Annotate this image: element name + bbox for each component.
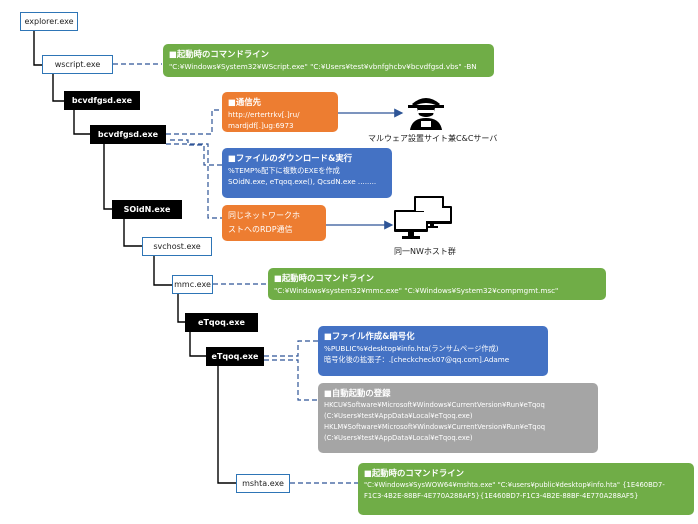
box-line: mardjdf[.]ug:6973 bbox=[228, 121, 294, 131]
autorun-registration-box: ■自動起動の登録 HKCU¥Software¥Microsoft¥Windows… bbox=[318, 383, 598, 453]
mmc-commandline-box: ■起動時のコマンドライン "C:¥Windows¥system32¥mmc.ex… bbox=[268, 268, 606, 300]
box-title: ■ファイルのダウンロード&実行 bbox=[228, 153, 353, 163]
box-line: "C:¥Windows¥SysWOW64¥mshta.exe" "C:¥user… bbox=[364, 481, 665, 490]
process-svchost: svchost.exe bbox=[142, 237, 212, 256]
process-mmc: mmc.exe bbox=[172, 275, 213, 294]
process-bcvdfgsd-child: bcvdfgsd.exe bbox=[90, 125, 166, 144]
box-title: ■通信先 bbox=[228, 97, 262, 107]
box-title: ■起動時のコマンドライン bbox=[169, 49, 270, 59]
hacker-server-icon bbox=[408, 98, 444, 130]
box-line: SOidN.exe, eTqoq.exe(), QcsdN.exe ......… bbox=[228, 177, 377, 187]
box-title: ■自動起動の登録 bbox=[324, 388, 391, 398]
nw-hosts-label: 同一NWホスト群 bbox=[394, 247, 456, 256]
file-encryption-box: ■ファイル作成&暗号化 %PUBLIC%¥desktop¥info.hta(ラン… bbox=[318, 326, 548, 376]
box-line: "C:¥Windows¥System32¥WScript.exe" "C:¥Us… bbox=[169, 62, 477, 72]
rdp-communication-box: 同じネットワークホ ストへのRDP通信 bbox=[222, 205, 326, 241]
box-title: ■起動時のコマンドライン bbox=[274, 273, 375, 283]
c2-server-label: マルウェア設置サイト兼C&Cサーバ bbox=[368, 134, 498, 143]
computer-group-icon bbox=[394, 196, 452, 239]
mshta-commandline-box: ■起動時のコマンドライン "C:¥Windows¥SysWOW64¥mshta.… bbox=[358, 463, 694, 515]
box-line: 暗号化後の拡張子：.[checkcheck07@qq.com].Adame bbox=[324, 355, 510, 365]
wscript-commandline-box: ■起動時のコマンドライン "C:¥Windows¥System32¥WScrip… bbox=[163, 44, 494, 77]
process-explorer: explorer.exe bbox=[20, 12, 78, 31]
box-line: ストへのRDP通信 bbox=[228, 224, 293, 234]
process-bcvdfgsd-parent: bcvdfgsd.exe bbox=[64, 91, 140, 110]
c2-destination-box: ■通信先 http://ertertrkv[.]ru/ mardjdf[.]ug… bbox=[222, 92, 338, 132]
process-soidn: SOidN.exe bbox=[112, 200, 182, 219]
box-line: "C:¥Windows¥system32¥mmc.exe" "C:¥Window… bbox=[274, 286, 559, 296]
box-line: HKCU¥Software¥Microsoft¥Windows¥CurrentV… bbox=[324, 401, 545, 410]
box-line: F1C3-4B2E-88BF-4E770A288AF5}{1E460BD7-F1… bbox=[364, 491, 639, 500]
process-etqoq-parent: eTqoq.exe bbox=[185, 313, 258, 332]
process-mshta: mshta.exe bbox=[236, 474, 290, 493]
box-line: %PUBLIC%¥desktop¥info.hta(ランサムページ作成) bbox=[324, 344, 499, 354]
box-line: http://ertertrkv[.]ru/ bbox=[228, 110, 300, 120]
process-etqoq-child: eTqoq.exe bbox=[206, 347, 264, 366]
box-line: (C:¥Users¥test¥AppData¥Local¥eTqoq.exe) bbox=[324, 412, 473, 421]
box-line: HKLM¥Software¥Microsoft¥Windows¥CurrentV… bbox=[324, 423, 546, 432]
box-line: %TEMP%配下に複数のEXEを作成 bbox=[228, 166, 340, 176]
box-title: ■起動時のコマンドライン bbox=[364, 468, 465, 478]
box-line: 同じネットワークホ bbox=[228, 211, 300, 220]
process-wscript: wscript.exe bbox=[42, 55, 113, 74]
download-execute-box: ■ファイルのダウンロード&実行 %TEMP%配下に複数のEXEを作成 SOidN… bbox=[222, 148, 392, 198]
box-line: (C:¥Users¥test¥AppData¥Local¥eTqoq.exe) bbox=[324, 434, 473, 443]
box-title: ■ファイル作成&暗号化 bbox=[324, 331, 415, 341]
